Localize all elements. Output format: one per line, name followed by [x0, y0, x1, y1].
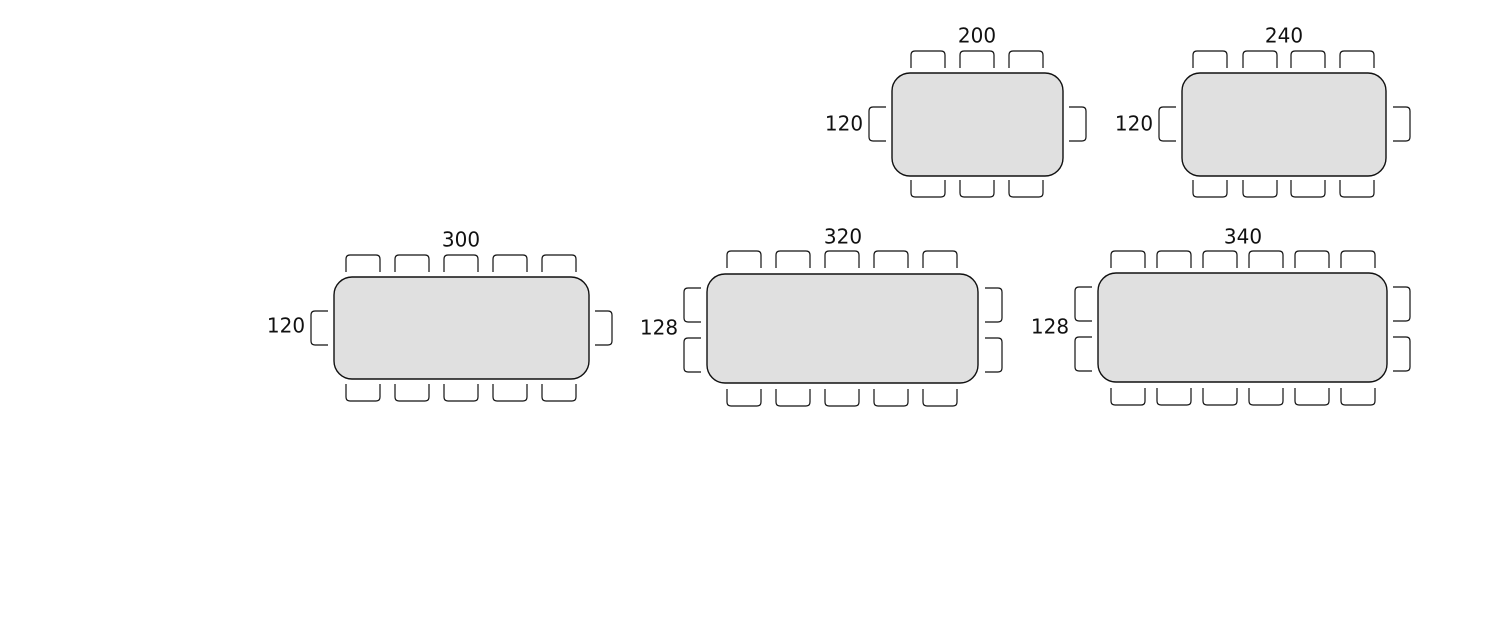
chair-icon — [1290, 50, 1326, 68]
chair-icon — [1156, 388, 1192, 406]
chair-icon — [868, 106, 886, 142]
chair-icon — [1242, 180, 1278, 198]
chair-icon — [541, 254, 577, 272]
chair-icon — [873, 250, 909, 268]
chair-icon — [492, 384, 528, 402]
width-label: 128 — [640, 316, 678, 340]
chair-icon — [985, 337, 1003, 373]
chair-icon — [726, 250, 762, 268]
chair-icon — [959, 180, 995, 198]
chair-icon — [1074, 336, 1092, 372]
chair-icon — [922, 250, 958, 268]
chair-icon — [1008, 180, 1044, 198]
chair-icon — [492, 254, 528, 272]
table-top — [891, 72, 1064, 177]
chair-icon — [1339, 180, 1375, 198]
length-label: 320 — [824, 225, 862, 249]
chair-icon — [310, 310, 328, 346]
chair-icon — [1074, 286, 1092, 322]
chair-icon — [922, 389, 958, 407]
chair-icon — [1294, 388, 1330, 406]
chair-icon — [394, 254, 430, 272]
chair-icon — [1158, 106, 1176, 142]
chair-icon — [1202, 388, 1238, 406]
width-label: 120 — [825, 112, 863, 136]
chair-icon — [345, 384, 381, 402]
chair-icon — [985, 287, 1003, 323]
chair-icon — [1110, 250, 1146, 268]
table-top — [1097, 272, 1388, 383]
chair-icon — [775, 389, 811, 407]
chair-icon — [726, 389, 762, 407]
chair-icon — [1248, 388, 1284, 406]
chair-icon — [1110, 388, 1146, 406]
chair-icon — [1340, 250, 1376, 268]
length-label: 340 — [1224, 225, 1262, 249]
chair-icon — [1294, 250, 1330, 268]
length-label: 300 — [442, 228, 480, 252]
chair-icon — [959, 50, 995, 68]
chair-icon — [1202, 250, 1238, 268]
chair-icon — [1393, 286, 1411, 322]
width-label: 128 — [1031, 315, 1069, 339]
chair-icon — [1248, 250, 1284, 268]
chair-icon — [1069, 106, 1087, 142]
width-label: 120 — [1115, 112, 1153, 136]
table-240: 240 120 — [1115, 24, 1411, 198]
length-label: 200 — [958, 24, 996, 48]
chair-icon — [683, 287, 701, 323]
table-340: 340 128 — [1031, 225, 1411, 406]
table-top — [1181, 72, 1387, 177]
chair-icon — [595, 310, 613, 346]
chair-icon — [1192, 50, 1228, 68]
table-200: 200 120 — [825, 24, 1087, 198]
chair-icon — [443, 384, 479, 402]
chair-icon — [824, 250, 860, 268]
chair-icon — [873, 389, 909, 407]
width-label: 120 — [267, 314, 305, 338]
chair-icon — [683, 337, 701, 373]
table-top — [333, 276, 590, 380]
chair-icon — [1156, 250, 1192, 268]
chair-icon — [1339, 50, 1375, 68]
table-320: 320 128 — [640, 225, 1003, 407]
chair-icon — [1393, 336, 1411, 372]
table-top — [706, 273, 979, 384]
chair-icon — [394, 384, 430, 402]
chair-icon — [1340, 388, 1376, 406]
chair-icon — [345, 254, 381, 272]
table-300: 300 120 — [267, 228, 613, 402]
chair-icon — [1290, 180, 1326, 198]
chair-icon — [1192, 180, 1228, 198]
chair-icon — [910, 50, 946, 68]
chair-icon — [1393, 106, 1411, 142]
chair-icon — [824, 389, 860, 407]
length-label: 240 — [1265, 24, 1303, 48]
chair-icon — [910, 180, 946, 198]
chair-icon — [541, 384, 577, 402]
chair-icon — [1242, 50, 1278, 68]
chair-icon — [775, 250, 811, 268]
chair-icon — [443, 254, 479, 272]
chair-icon — [1008, 50, 1044, 68]
